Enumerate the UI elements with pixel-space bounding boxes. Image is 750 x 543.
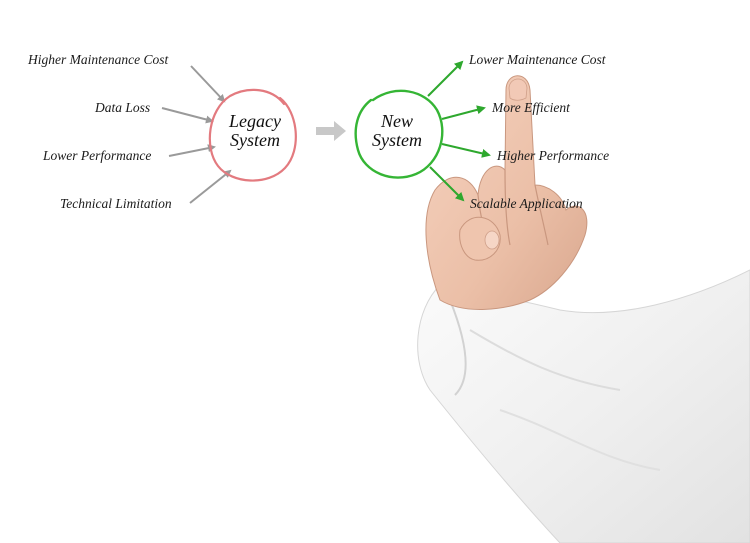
arrow-higher-performance (441, 143, 491, 158)
legacy-input-arrows (161, 65, 232, 204)
label-lower-maintenance-cost: Lower Maintenance Cost (469, 52, 606, 67)
label-scalable-application: Scalable Application (470, 196, 583, 211)
arrow-technical-limitation (189, 169, 232, 204)
legacy-system-title: Legacy System (210, 112, 300, 150)
transition-arrow (316, 121, 346, 141)
label-more-efficient: More Efficient (492, 100, 570, 115)
label-higher-performance: Higher Performance (497, 148, 610, 163)
legacy-title-line2: System (230, 129, 280, 150)
new-circle (354, 89, 444, 179)
new-output-arrows (427, 60, 491, 202)
arrow-lower-maintenance (427, 60, 464, 97)
label-higher-maintenance-cost: Higher Maintenance Cost (28, 52, 169, 67)
new-title-line1: New (380, 111, 413, 131)
arrow-more-efficient (441, 105, 486, 120)
label-technical-limitation: Technical Limitation (60, 196, 172, 211)
label-lower-performance: Lower Performance (43, 148, 152, 163)
arrow-scalable-application (429, 166, 465, 202)
arrow-higher-maintenance (190, 65, 226, 103)
legacy-circle (208, 88, 297, 182)
hand-illustration (417, 75, 750, 543)
label-data-loss: Data Loss (95, 100, 151, 115)
arrow-data-loss (161, 107, 214, 124)
legacy-title-line1: Legacy (229, 111, 281, 131)
new-system-title: New System (352, 112, 442, 150)
new-title-line2: System (372, 129, 422, 150)
sleeve-shape (417, 269, 750, 543)
arrow-lower-performance (168, 144, 216, 157)
